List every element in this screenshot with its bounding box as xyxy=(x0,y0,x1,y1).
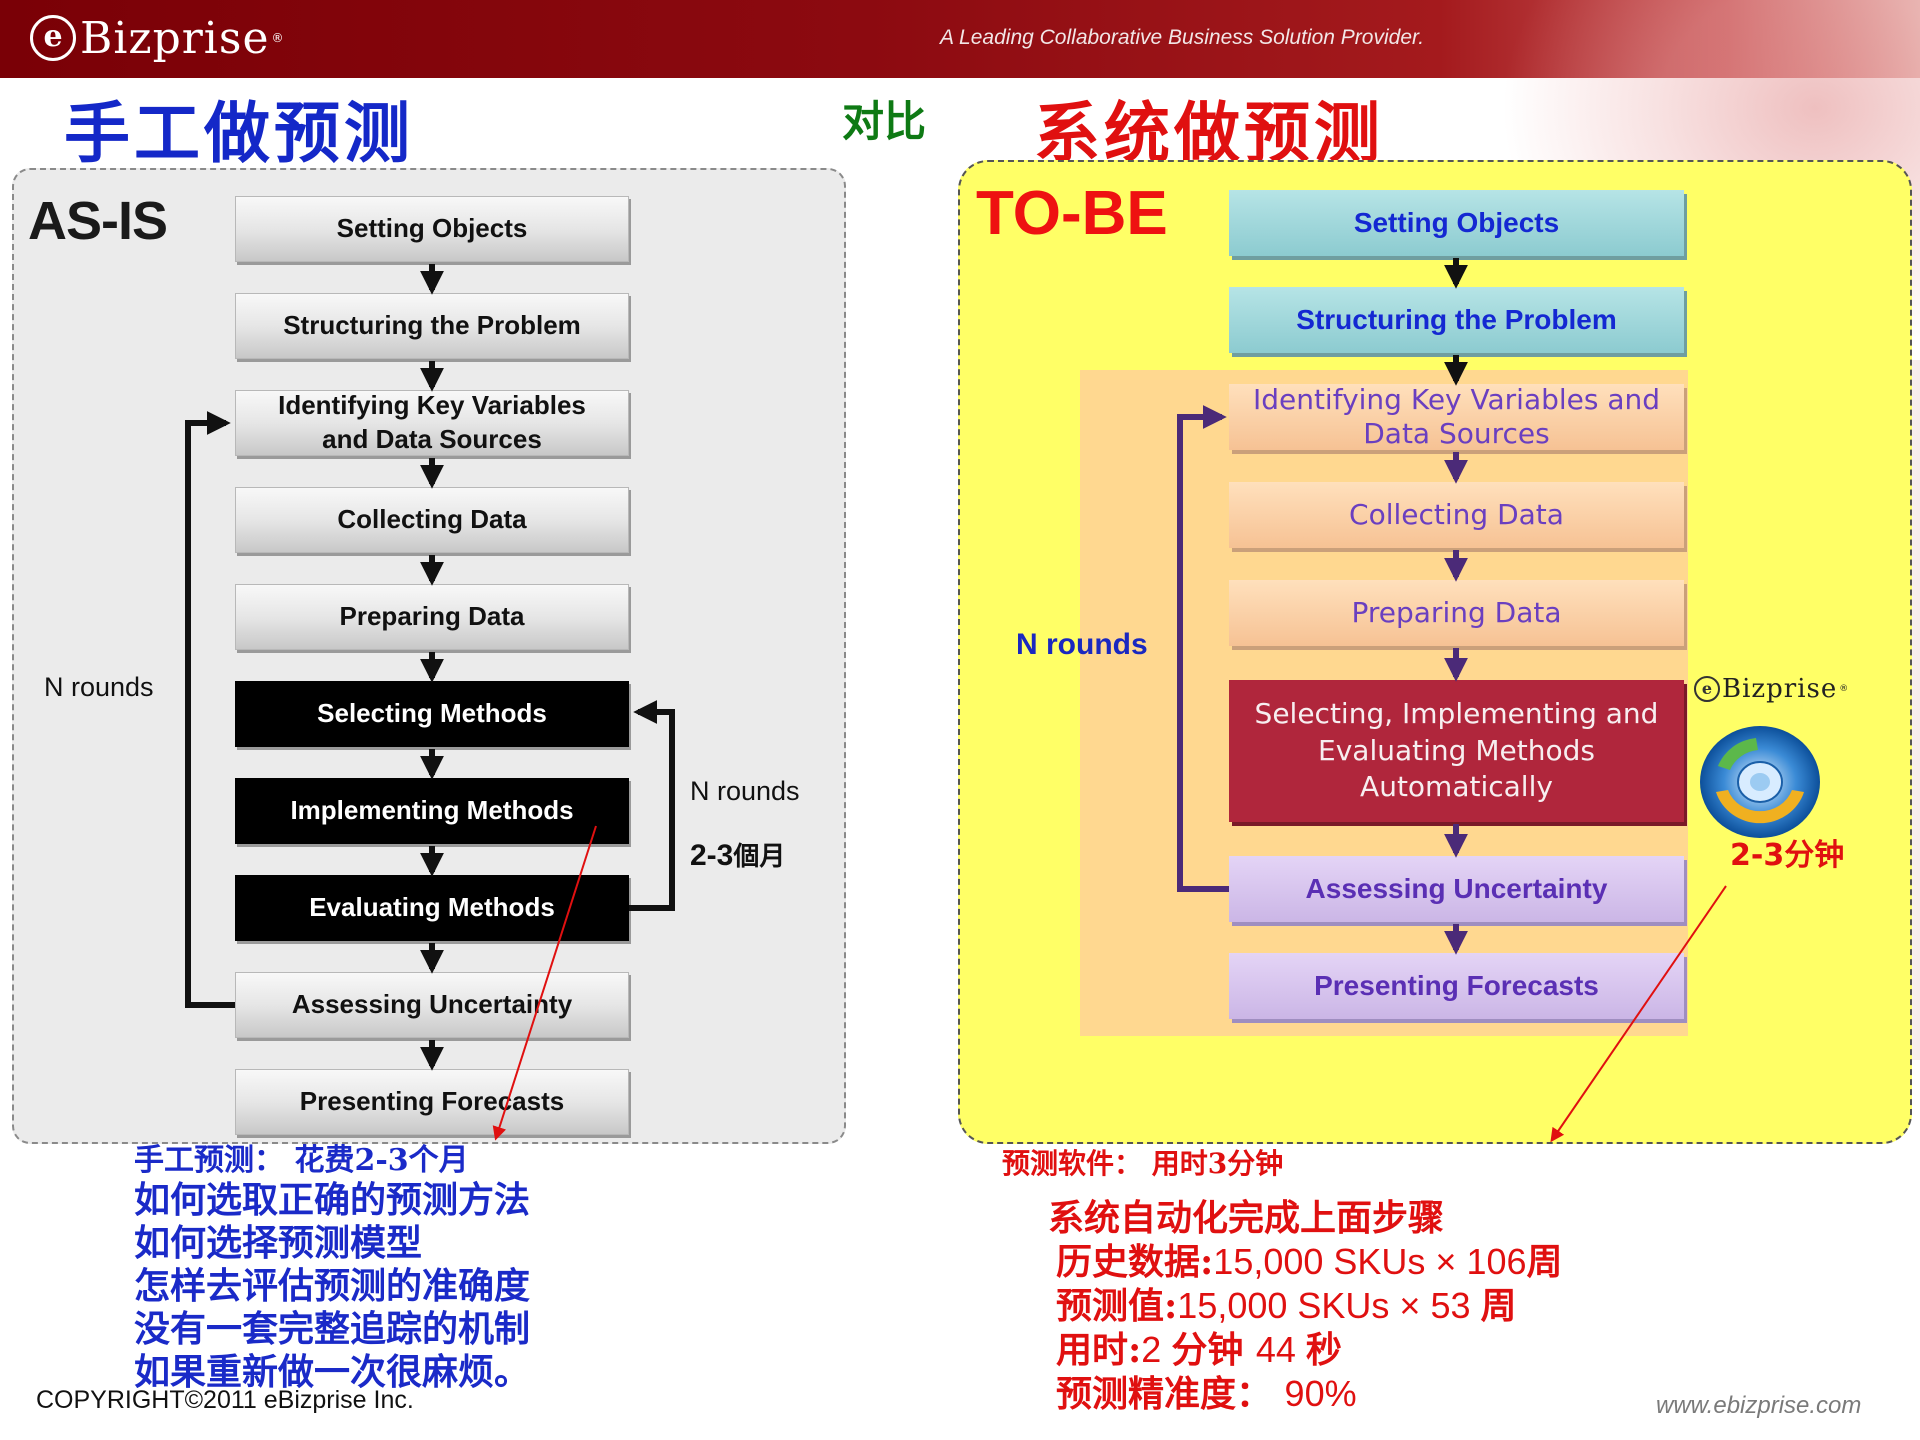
asis-duration-label: 2-3個月 xyxy=(690,836,785,873)
tobe-step-automatic-line1: Selecting, Implementing and xyxy=(1254,697,1659,731)
logo-wordmark: Bizprise xyxy=(80,12,270,64)
accuracy-value: 90% xyxy=(1284,1373,1357,1414)
history-label: 历史数据: xyxy=(1056,1241,1214,1283)
title-manual-forecast: 手工做预测 xyxy=(64,94,414,172)
tobe-step-identifying-variables: Identifying Key Variables and Data Sourc… xyxy=(1229,382,1684,450)
mini-logo-wordmark: Bizprise xyxy=(1722,674,1838,704)
manual-forecast-notes: 手工预测： 花费2-3个月 如何选取正确的预测方法 如何选择预测模型 怎样去评估… xyxy=(134,1143,530,1394)
asis-step-structuring-problem: Structuring the Problem xyxy=(235,293,629,359)
time-seconds: 44 xyxy=(1255,1329,1306,1370)
system-note-history: 历史数据:15,000 SKUs × 106周 xyxy=(1056,1240,1563,1284)
tobe-callout-line xyxy=(1550,885,1727,1143)
asis-outer-loop-arrow xyxy=(185,411,235,1008)
tobe-step-assessing-uncertainty: Assessing Uncertainty xyxy=(1229,856,1684,922)
asis-duration-number: 2-3 xyxy=(690,839,734,872)
manual-note-item: 如何选取正确的预测方法 xyxy=(134,1179,531,1221)
logo-e-mark: e xyxy=(30,15,76,61)
tagline: A Leading Collaborative Business Solutio… xyxy=(940,26,1425,49)
forecast-unit: 周 xyxy=(1480,1285,1517,1327)
time-minutes-unit: 分钟 xyxy=(1171,1329,1256,1371)
history-value: 15,000 SKUs × 106 xyxy=(1213,1241,1527,1282)
system-forecast-notes: 预测软件： 用时3分钟 系统自动化完成上面步骤 历史数据:15,000 SKUs… xyxy=(1002,1146,1563,1415)
tobe-loop-label: N rounds xyxy=(1016,628,1148,661)
system-note-details: 系统自动化完成上面步骤 历史数据:15,000 SKUs × 106周 预测值:… xyxy=(1048,1196,1563,1416)
tobe-duration-label: 2-3分钟 xyxy=(1730,838,1845,873)
forecast-value: 15,000 SKUs × 53 xyxy=(1177,1285,1481,1326)
history-unit: 周 xyxy=(1526,1241,1563,1283)
ebizprise-mini-logo: e Bizprise ® xyxy=(1694,674,1848,704)
manual-note-item: 没有一套完整追踪的机制 xyxy=(134,1308,531,1350)
system-note-forecast: 预测值:15,000 SKUs × 53 周 xyxy=(1056,1284,1563,1328)
asis-step-selecting-methods: Selecting Methods xyxy=(235,681,629,747)
system-note-head: 预测软件： 用时3分钟 xyxy=(1002,1147,1284,1180)
tobe-step-presenting-forecasts: Presenting Forecasts xyxy=(1229,953,1684,1019)
asis-step-identifying-line1: Identifying Key Variables xyxy=(278,390,586,421)
asis-inner-loop-arrow xyxy=(629,700,675,911)
accuracy-label: 预测精准度： xyxy=(1056,1373,1285,1415)
asis-step-assessing-uncertainty: Assessing Uncertainty xyxy=(235,972,629,1038)
asis-step-identifying-line2: and Data Sources xyxy=(322,424,542,454)
asis-duration-unit: 個月 xyxy=(733,842,786,872)
tobe-step-structuring-problem: Structuring the Problem xyxy=(1229,287,1684,353)
manual-note-item: 怎样去评估预测的准确度 xyxy=(134,1265,531,1307)
copyright-notice: COPYRIGHT©2011 eBizprise Inc. xyxy=(36,1386,414,1414)
manual-note-item: 如何选择预测模型 xyxy=(134,1222,423,1264)
manual-note-item: 如果重新做一次很麻烦。 xyxy=(134,1351,531,1393)
logo-registered-mark: ® xyxy=(271,31,284,45)
system-note-accuracy: 预测精准度： 90% xyxy=(1056,1372,1563,1416)
title-versus: 对比 xyxy=(842,97,927,146)
asis-callout-line xyxy=(492,825,597,1141)
website-link[interactable]: www.ebizprise.com xyxy=(1656,1392,1862,1419)
system-note-time: 用时:2 分钟 44 秒 xyxy=(1056,1328,1563,1372)
ebizprise-logo: e Bizprise ® xyxy=(30,8,283,68)
asis-inner-loop-label: N rounds xyxy=(690,776,800,806)
tobe-step-identifying-line2: Data Sources xyxy=(1363,417,1550,450)
asis-label: AS-IS xyxy=(28,191,168,251)
title-system-forecast: 系统做预测 xyxy=(1034,94,1384,172)
tobe-step-preparing-data: Preparing Data xyxy=(1229,580,1684,646)
mini-logo-registered-mark: ® xyxy=(1839,684,1849,694)
time-minutes: 2 xyxy=(1141,1329,1172,1370)
product-cycle-icon xyxy=(1700,726,1820,838)
system-note-auto: 系统自动化完成上面步骤 xyxy=(1048,1197,1445,1239)
tobe-step-automatic-methods: Selecting, Implementing and Evaluating M… xyxy=(1229,680,1684,822)
tobe-step-setting-objects: Setting Objects xyxy=(1229,190,1684,256)
mini-logo-e-mark: e xyxy=(1694,676,1720,702)
manual-note-head: 手工预测： 花费2-3个月 xyxy=(134,1143,469,1178)
asis-step-implementing-methods: Implementing Methods xyxy=(235,778,629,844)
tobe-step-collecting-data: Collecting Data xyxy=(1229,482,1684,548)
tobe-loop-arrow xyxy=(1177,405,1229,892)
asis-step-setting-objects: Setting Objects xyxy=(235,196,629,262)
forecast-label: 预测值: xyxy=(1056,1285,1178,1327)
time-seconds-unit: 秒 xyxy=(1305,1329,1342,1371)
tobe-step-automatic-line2: Evaluating Methods xyxy=(1318,733,1595,767)
asis-step-identifying-variables: Identifying Key Variables and Data Sourc… xyxy=(235,390,629,456)
asis-step-collecting-data: Collecting Data xyxy=(235,487,629,553)
time-label: 用时: xyxy=(1056,1329,1142,1371)
tobe-step-automatic-line3: Automatically xyxy=(1360,770,1553,804)
asis-outer-loop-label: N rounds xyxy=(44,672,154,702)
tobe-step-identifying-line1: Identifying Key Variables and xyxy=(1252,382,1661,416)
tobe-label: TO-BE xyxy=(976,179,1168,248)
